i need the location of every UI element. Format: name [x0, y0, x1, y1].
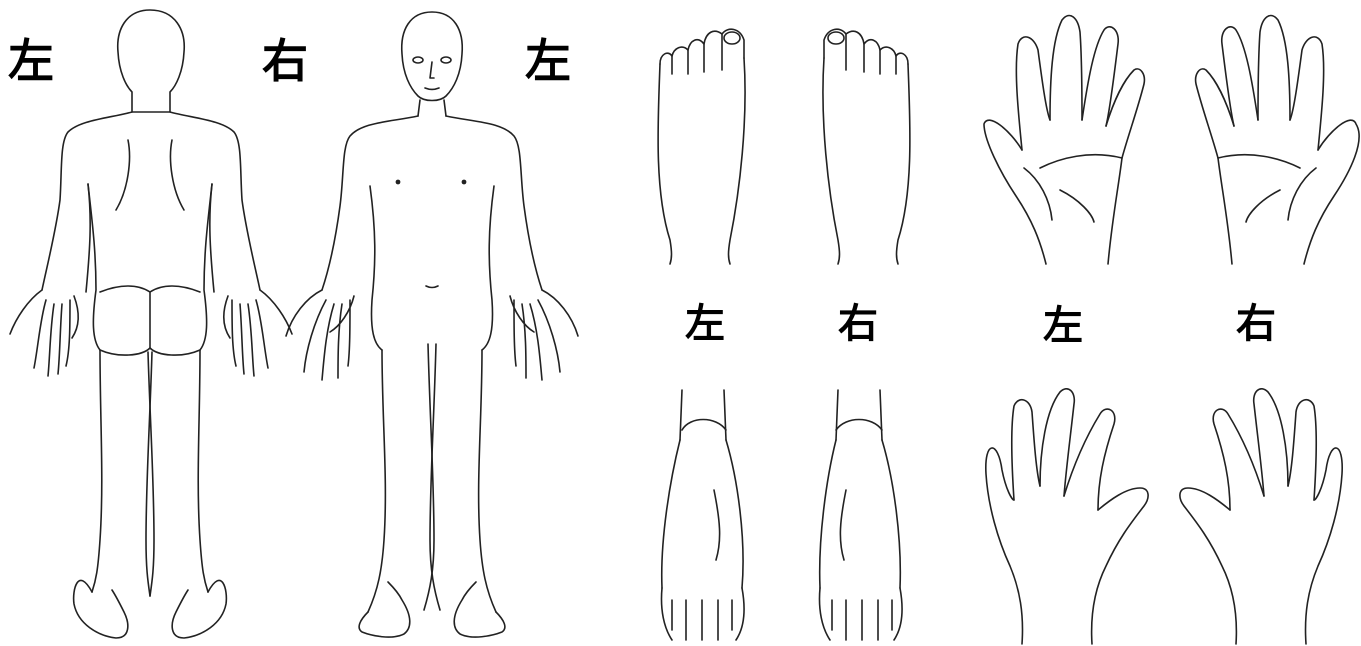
body-front-head: [402, 12, 463, 101]
body-back-left-hand: [10, 290, 78, 376]
foot-top-left: [658, 29, 745, 264]
body-front-right-foot: [454, 582, 505, 637]
foot-sole-left: [661, 390, 744, 640]
body-front-left-foot: [359, 582, 410, 637]
body-back-left-foot: [74, 580, 128, 638]
body-back-right-foot: [172, 580, 226, 638]
body-back-right-hand: [224, 290, 292, 376]
body-back-head: [118, 10, 184, 112]
body-front-figure: [286, 12, 578, 637]
hand-back-right: [1180, 389, 1342, 644]
body-back-figure: [10, 10, 292, 638]
palm-left: [984, 16, 1144, 264]
foot-top-right: [823, 29, 910, 264]
hand-back-left: [986, 389, 1148, 644]
palm-right: [1196, 16, 1359, 264]
body-front-right-hand: [286, 290, 354, 380]
body-front-left-hand: [510, 290, 578, 380]
foot-sole-right: [819, 390, 902, 640]
